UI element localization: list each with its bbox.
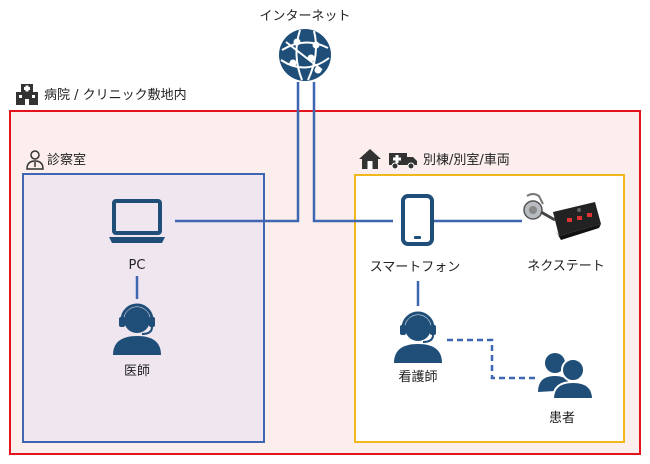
pc-internet-link: [175, 82, 300, 223]
house-icon: [359, 149, 381, 169]
patient-persons-icon: [538, 353, 594, 400]
doctor-label: 医師: [123, 364, 151, 379]
nurse-patient-link: [447, 338, 537, 380]
remote-area-label: 別棟/別室/車両: [423, 153, 510, 168]
hospital-label: 病院 / クリニック敷地内: [44, 88, 187, 103]
doctor-person-icon: [26, 150, 44, 170]
stethoscope-label: ネクステート: [527, 259, 605, 274]
exam-room-label: 診察室: [47, 153, 87, 168]
stethoscope-device-icon: [523, 193, 601, 240]
globe-network-icon: [279, 29, 331, 81]
pc-label: PC: [128, 258, 146, 273]
smartphone-label: スマートフォン: [369, 260, 461, 275]
nurse-label: 看護師: [398, 370, 438, 385]
hospital-building-icon: [16, 84, 38, 105]
internet-label: インターネット: [259, 9, 351, 24]
nurse-headset-icon: [394, 311, 442, 363]
smartphone-icon: [401, 194, 434, 246]
ambulance-icon: [389, 153, 417, 170]
patient-label: 患者: [548, 411, 576, 426]
doctor-headset-icon: [113, 303, 161, 355]
internet-smartphone-link: [312, 82, 393, 223]
laptop-icon: [109, 199, 165, 243]
